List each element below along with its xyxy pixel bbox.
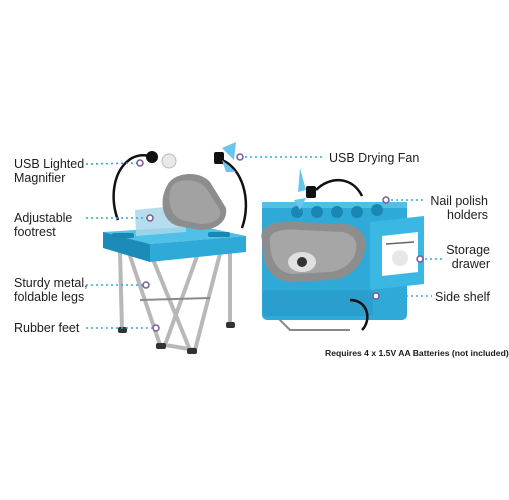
callout-side-shelf: Side shelf: [435, 290, 490, 304]
polish-holder-5: [371, 204, 383, 216]
rubber-foot-2: [187, 348, 197, 354]
polish-holder-4: [351, 206, 363, 218]
callout-storage-drawer: Storage drawer: [446, 243, 490, 271]
left-product-stool: [103, 142, 248, 354]
polish-holder-1: [291, 206, 303, 218]
rubber-foot-4: [226, 322, 235, 328]
right-product-topview: [261, 168, 424, 331]
leader-lines: [85, 156, 445, 329]
callout-usb-magnifier: USB Lighted Magnifier: [14, 157, 85, 185]
polish-holder-3: [331, 206, 343, 218]
callout-foldable-legs: Sturdy metal, foldable legs: [14, 276, 88, 304]
rubber-foot-3: [118, 327, 127, 333]
callout-rubber-feet: Rubber feet: [14, 321, 80, 335]
polish-holder-2: [311, 206, 323, 218]
battery-note: Requires 4 x 1.5V AA Batteries (not incl…: [325, 348, 509, 358]
callout-markers: [136, 153, 424, 332]
rubber-foot-1: [156, 343, 166, 349]
callout-adjustable-footrest: Adjustable footrest: [14, 211, 73, 239]
callout-polish-holders: Nail polish holders: [430, 194, 488, 222]
callout-usb-drying-fan: USB Drying Fan: [329, 151, 420, 165]
